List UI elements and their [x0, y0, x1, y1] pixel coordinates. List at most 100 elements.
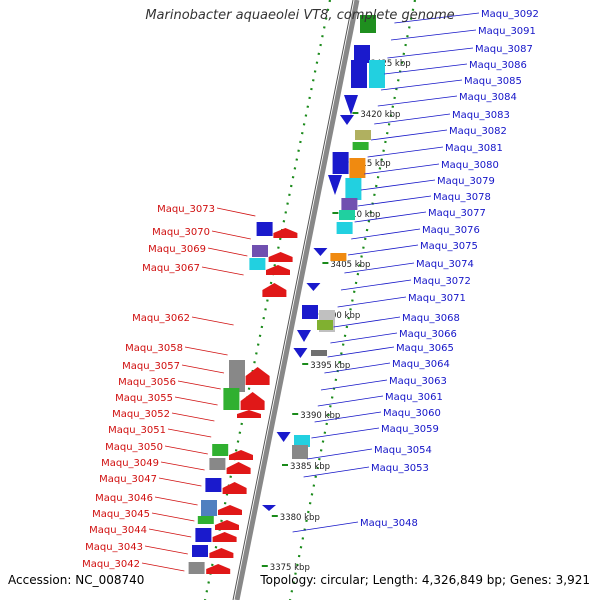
reverse-gene-block	[201, 500, 217, 516]
reverse-gene-block	[205, 478, 222, 492]
forward-gene-leader	[340, 279, 412, 291]
reverse-gene-label: Maqu_3051	[108, 425, 166, 436]
forward-gene-leader	[357, 195, 432, 207]
forward-gene-leader	[387, 47, 474, 59]
forward-gene-arrow	[297, 330, 311, 342]
forward-gene-block	[354, 45, 370, 63]
forward-gene-leader	[333, 316, 401, 328]
forward-gene-label: Maqu_3065	[396, 343, 454, 354]
forward-gene-leader	[327, 346, 395, 358]
forward-gene-label: Maqu_3076	[422, 225, 480, 236]
reverse-gene-block	[256, 222, 273, 236]
reverse-gene-arrow	[229, 450, 253, 460]
forward-gene-leader	[351, 228, 421, 240]
forward-gene-leader	[384, 63, 468, 75]
forward-gene-leader	[337, 296, 407, 308]
kbp-tick-label: 3425 kbp	[371, 59, 411, 69]
forward-gene-arrow	[276, 432, 291, 442]
forward-gene-label: Maqu_3072	[413, 276, 471, 287]
reverse-gene-leader	[164, 445, 208, 455]
reverse-gene-arrow	[222, 482, 247, 494]
reverse-gene-arrow	[215, 520, 239, 530]
forward-gene-block	[317, 320, 333, 330]
forward-gene-leader	[347, 244, 419, 256]
forward-gene-label: Maqu_3086	[469, 60, 527, 71]
forward-gene-arrow	[328, 175, 342, 195]
accession-label: Accession: NC_008740	[8, 573, 145, 587]
reverse-gene-label: Maqu_3069	[148, 244, 206, 255]
forward-gene-leader	[377, 95, 458, 107]
forward-gene-leader	[367, 146, 444, 158]
forward-gene-label: Maqu_3068	[402, 313, 460, 324]
forward-gene-leader	[330, 332, 398, 344]
reverse-gene-label: Maqu_3052	[112, 409, 170, 420]
forward-gene-block	[302, 305, 318, 319]
forward-gene-leader	[314, 411, 382, 423]
forward-gene-block	[351, 60, 367, 88]
reverse-gene-leader	[151, 512, 195, 522]
reverse-gene-block	[195, 528, 212, 542]
reverse-gene-leader	[148, 528, 192, 538]
forward-gene-leader	[311, 427, 380, 439]
kbp-tick-label: 3415 kbp	[351, 159, 391, 169]
reverse-gene-block	[229, 360, 245, 392]
forward-gene-label: Maqu_3084	[459, 92, 517, 103]
forward-gene-block	[330, 253, 347, 261]
forward-gene-arrow	[313, 248, 328, 256]
reverse-gene-leader	[181, 364, 225, 374]
reverse-gene-label: Maqu_3070	[152, 227, 210, 238]
reverse-gene-leader	[167, 428, 212, 438]
forward-gene-label: Maqu_3081	[445, 143, 503, 154]
kbp-tick-label: 3385 kbp	[290, 462, 330, 472]
forward-gene-leader	[303, 466, 370, 478]
forward-gene-label: Maqu_3061	[385, 392, 443, 403]
reverse-gene-leader	[211, 230, 251, 240]
forward-gene-block	[369, 60, 385, 88]
forward-gene-leader	[317, 395, 384, 407]
backbone-inner-line	[232, 0, 354, 600]
forward-gene-leader	[354, 211, 427, 223]
forward-gene-label: Maqu_3079	[437, 176, 495, 187]
topology-label: Topology: circular; Length: 4,326,849 bp…	[260, 573, 590, 587]
forward-gene-label: Maqu_3059	[381, 424, 439, 435]
reverse-gene-arrow	[262, 283, 287, 297]
reverse-gene-leader	[216, 207, 256, 217]
reverse-gene-arrow	[240, 392, 265, 410]
forward-gene-leader	[394, 12, 480, 24]
forward-gene-block	[349, 158, 366, 178]
reverse-gene-leader	[174, 396, 218, 406]
reverse-gene-label: Maqu_3067	[142, 263, 200, 274]
map-title: Marinobacter aquaeolei VT8, complete gen…	[145, 8, 455, 23]
reverse-gene-block	[188, 562, 205, 574]
reverse-gene-block	[212, 444, 229, 456]
reverse-gene-label: Maqu_3049	[101, 458, 159, 469]
forward-gene-label: Maqu_3054	[374, 445, 432, 456]
forward-gene-label: Maqu_3060	[383, 408, 441, 419]
forward-gene-label: Maqu_3080	[441, 160, 499, 171]
forward-gene-label: Maqu_3074	[416, 259, 474, 270]
reverse-gene-arrow	[273, 228, 298, 238]
forward-gene-label: Maqu_3075	[420, 241, 478, 252]
reverse-gene-label: Maqu_3044	[89, 525, 147, 536]
forward-gene-label: Maqu_3085	[464, 76, 522, 87]
forward-gene-leader	[360, 179, 436, 191]
forward-gene-block	[345, 178, 362, 200]
reverse-gene-arrow	[266, 265, 290, 275]
forward-gene-label: Maqu_3077	[428, 208, 486, 219]
kbp-tick-label: 3400 kbp	[320, 311, 360, 321]
kbp-tick-label: 3395 kbp	[310, 361, 350, 371]
reverse-gene-block	[249, 258, 266, 270]
forward-gene-block	[292, 445, 308, 459]
reverse-gene-block	[223, 388, 240, 410]
forward-gene-leader	[374, 113, 451, 125]
forward-gene-leader	[324, 362, 391, 374]
forward-gene-arrow	[344, 95, 358, 115]
reverse-gene-leader	[201, 266, 244, 276]
forward-gene-label: Maqu_3091	[478, 26, 536, 37]
forward-gene-label: Maqu_3048	[360, 518, 418, 529]
reverse-gene-label: Maqu_3056	[118, 377, 176, 388]
forward-gene-arrow	[262, 505, 276, 511]
reverse-gene-arrow	[209, 548, 234, 558]
reverse-gene-label: Maqu_3050	[105, 442, 163, 453]
